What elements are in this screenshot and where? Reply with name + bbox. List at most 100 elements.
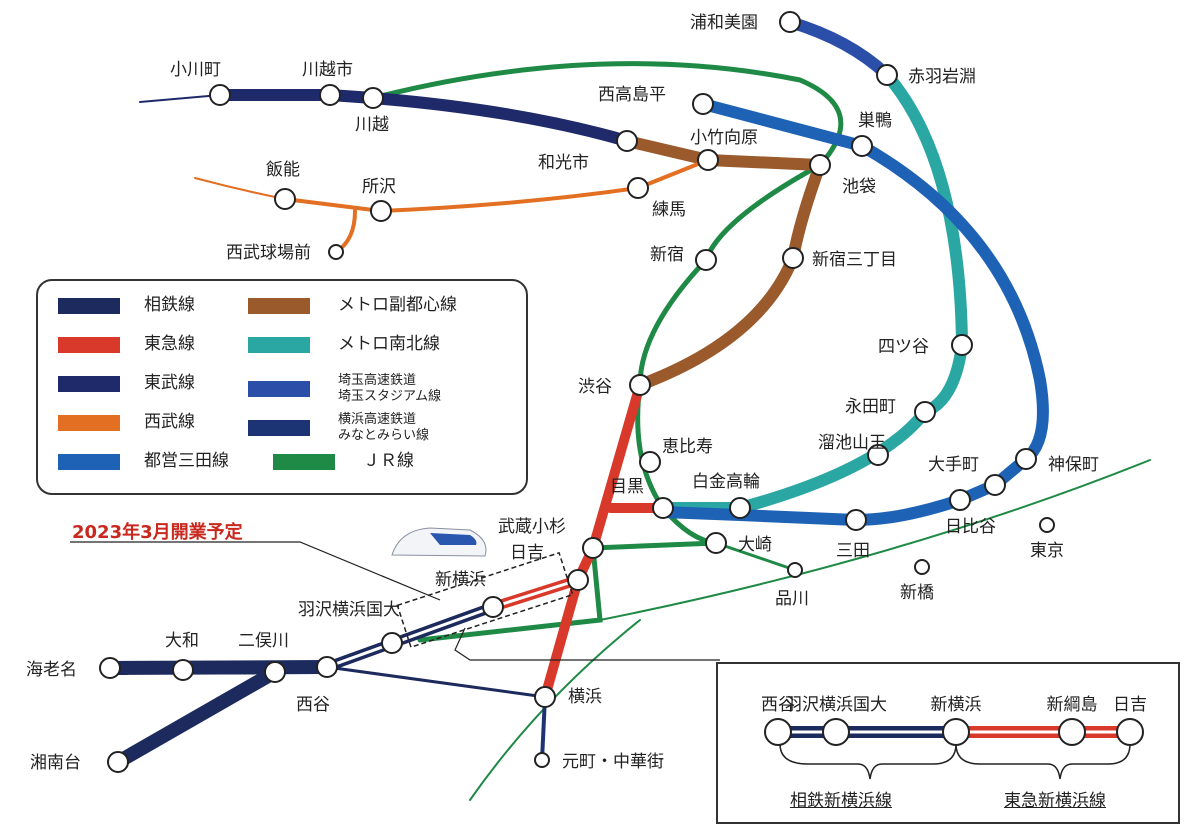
station-hazawa: 羽沢横浜国大 — [298, 600, 403, 654]
legend-label-line: 東武線 — [144, 373, 195, 393]
legend-swatch — [273, 453, 335, 470]
legend-swatch — [58, 297, 120, 314]
station-marker — [809, 154, 831, 176]
legend-item: 横浜高速鉄道みなとみらい線 — [248, 412, 429, 445]
station-yotsuya: 四ツ谷 — [878, 334, 973, 357]
station-marker — [851, 135, 873, 157]
legend-label: メトロ副都心線 — [338, 295, 457, 316]
legend-label-line: 横浜高速鉄道 — [338, 412, 417, 427]
line-seibu — [283, 158, 710, 214]
station-marker — [482, 596, 504, 618]
station-label: 新横浜 — [435, 570, 486, 590]
station-marker — [274, 188, 296, 210]
legend-item: 西武線 — [58, 412, 195, 433]
station-otemachi: 大手町 — [928, 455, 1006, 496]
station-tameikesanno: 溜池山王 — [818, 433, 889, 466]
station-hiyoshi: 日吉 — [510, 543, 589, 591]
line-sotetsu-thin — [325, 665, 547, 699]
station-marker — [695, 249, 717, 271]
station-label: 三田 — [836, 541, 870, 561]
station-nishiya: 西谷 — [296, 656, 338, 715]
station-label: 日吉 — [510, 543, 544, 563]
station-osaki: 大崎 — [705, 532, 772, 555]
station-ikebukuro: 池袋 — [809, 154, 876, 197]
line-stripe — [491, 578, 580, 609]
station-akabaneiwabuchi: 赤羽岩淵 — [876, 64, 976, 87]
station-hibiya: 日比谷 — [945, 489, 996, 537]
station-label: 永田町 — [845, 397, 896, 417]
legend-label: 横浜高速鉄道みなとみらい線 — [338, 412, 429, 445]
station-shibuya: 渋谷 — [578, 374, 651, 397]
line-mita — [657, 98, 1049, 527]
station-label: 湘南台 — [30, 753, 81, 773]
inset-station-label: 日吉 — [1113, 695, 1147, 715]
station-marker — [867, 444, 889, 466]
station-label: 新橋 — [900, 583, 934, 603]
callout-leader — [70, 541, 441, 601]
station-meguro: 目黒 — [610, 477, 674, 519]
station-label: 恵比寿 — [662, 437, 713, 457]
line-stripe — [325, 605, 495, 669]
inset-stations: 西谷羽沢横浜国大新横浜新綱島日吉 — [761, 695, 1147, 746]
inset-station-marker — [1116, 718, 1144, 746]
station-label: 川越市 — [302, 60, 353, 80]
inset-station-marker — [764, 718, 792, 746]
legend-label-line: 都営三田線 — [144, 451, 229, 471]
station-label: 西武球場前 — [226, 243, 311, 263]
station-marker — [876, 64, 898, 86]
station-label: 目黒 — [610, 477, 644, 497]
legend-label: 埼玉高速鉄道埼玉スタジアム線 — [338, 373, 441, 406]
station-ebisu: 恵比寿 — [639, 437, 713, 473]
station-shonandai: 湘南台 — [30, 751, 129, 773]
inset-box: 西谷羽沢横浜国大新横浜新綱島日吉 相鉄新横浜線 東急新横浜線 — [716, 662, 1180, 824]
legend-label-line: 相鉄線 — [144, 295, 195, 315]
lines — [103, 16, 1151, 801]
station-label: 飯能 — [266, 160, 300, 180]
station-label: 池袋 — [842, 177, 876, 197]
station-marker — [1015, 448, 1037, 470]
station-label: 二俣川 — [238, 631, 289, 651]
legend-label-line: 西武線 — [144, 412, 195, 432]
inset-label-tokyu: 東急新横浜線 — [1004, 791, 1106, 811]
station-label: 横浜 — [568, 687, 602, 707]
legend-swatch — [248, 297, 310, 314]
station-marker — [107, 751, 129, 773]
shinkansen-icon — [391, 527, 487, 557]
station-marker — [534, 752, 550, 768]
station-marker — [264, 661, 286, 683]
station-marker — [782, 247, 804, 269]
station-shinjukusanchome: 新宿三丁目 — [782, 247, 897, 270]
legend-label-line: 東急線 — [144, 334, 195, 354]
legend-swatch — [58, 414, 120, 431]
station-marker — [729, 497, 751, 519]
legend-label-line: メトロ南北線 — [338, 334, 440, 354]
station-tokorozawa: 所沢 — [362, 177, 396, 222]
inset-leader — [454, 627, 720, 661]
station-shimbashi: 新橋 — [900, 559, 934, 603]
station-marker — [328, 244, 344, 260]
station-jimbocho: 神保町 — [1015, 448, 1099, 475]
station-marker — [316, 656, 338, 678]
stations: 浦和美園赤羽岩淵西高島平巣鴨池袋小竹向原和光市練馬小川町川越市川越飯能所沢西武球… — [26, 11, 1099, 773]
legend-swatch — [58, 453, 120, 470]
legend-item: メトロ副都心線 — [248, 295, 457, 316]
station-label: 大和 — [165, 631, 199, 651]
station-marker — [582, 537, 604, 559]
station-label: 元町・中華街 — [562, 752, 664, 772]
station-marker — [692, 93, 714, 115]
station-marker — [362, 87, 384, 109]
station-label: 赤羽岩淵 — [908, 67, 976, 87]
station-nagatacho: 永田町 — [845, 397, 936, 423]
station-marker — [1039, 517, 1055, 533]
station-kawagoeshi: 川越市 — [302, 60, 353, 106]
legend-label: メトロ南北線 — [338, 334, 440, 355]
station-marker — [914, 401, 936, 423]
legend-label: ＪＲ線 — [363, 451, 414, 472]
station-label: 所沢 — [362, 177, 396, 197]
station-label: 和光市 — [538, 153, 589, 173]
legend-label-line: メトロ副都心線 — [338, 295, 457, 315]
legend-label: 西武線 — [144, 412, 195, 433]
station-label: 品川 — [775, 589, 809, 609]
station-marker — [984, 474, 1006, 496]
